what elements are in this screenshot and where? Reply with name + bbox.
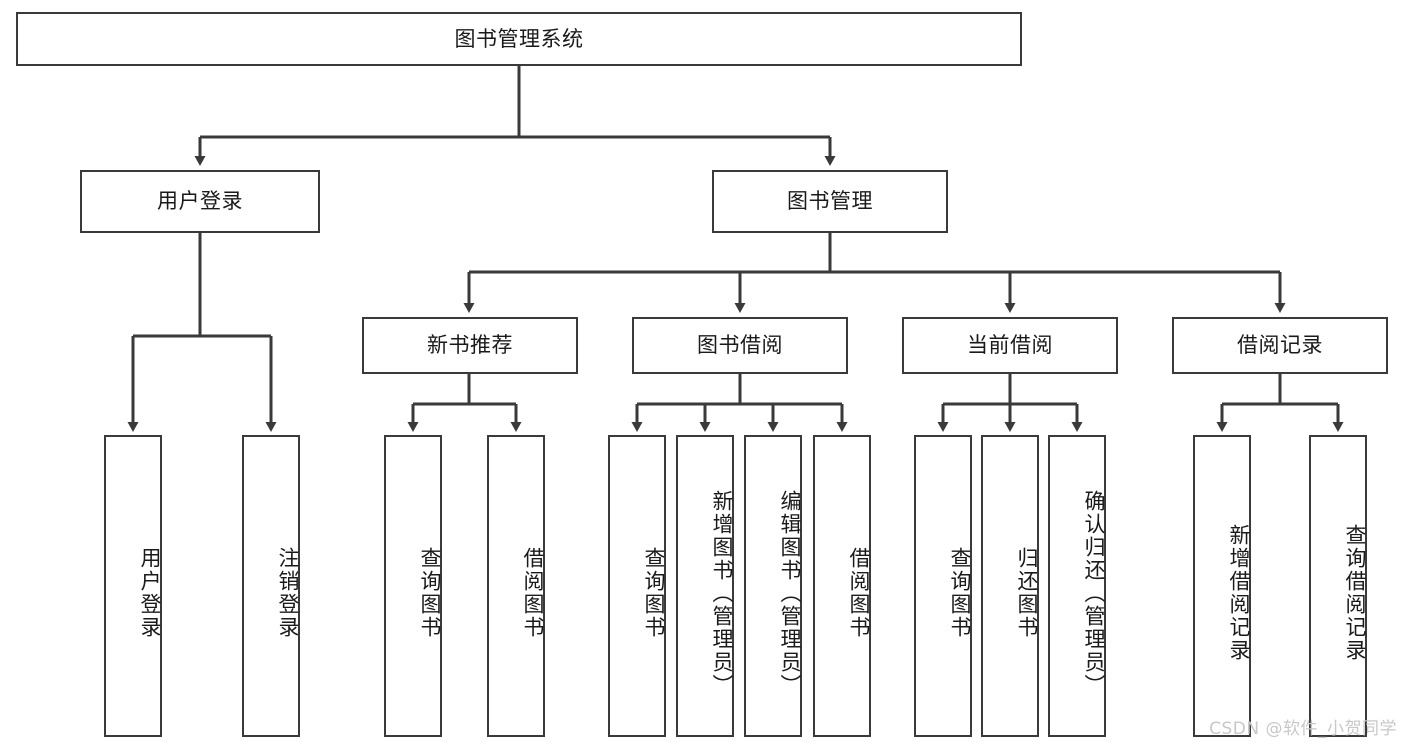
node-label: 图书管理 — [787, 189, 873, 214]
node-label: 当前借阅 — [967, 333, 1053, 358]
leaf-recommend-borrow-book[interactable]: 借阅图书 — [487, 435, 545, 737]
node-label: 借阅图书 — [847, 547, 871, 639]
node-label: 借阅图书 — [521, 547, 545, 639]
node-label: 借阅记录 — [1237, 333, 1323, 358]
node-user-login[interactable]: 用户登录 — [80, 170, 320, 233]
node-new-book-recommend[interactable]: 新书推荐 — [362, 317, 578, 374]
node-book-borrow[interactable]: 图书借阅 — [632, 317, 848, 374]
node-label: 查询图书 — [948, 547, 972, 639]
node-borrow-record[interactable]: 借阅记录 — [1172, 317, 1388, 374]
watermark-text: CSDN @软件_小贺同学 — [1209, 719, 1397, 739]
leaf-recommend-query-book[interactable]: 查询图书 — [384, 435, 442, 737]
node-label: 新增图书（管理员） — [710, 489, 734, 697]
leaf-current-confirm-return-admin[interactable]: 确认归还（管理员） — [1048, 435, 1106, 737]
node-label: 编辑图书（管理员） — [778, 489, 802, 697]
leaf-current-query-book[interactable]: 查询图书 — [914, 435, 972, 737]
leaf-current-return-book[interactable]: 归还图书 — [981, 435, 1039, 737]
leaf-user-login-signin[interactable]: 用户登录 — [104, 435, 162, 737]
node-label: 图书借阅 — [697, 333, 783, 358]
node-current-borrow[interactable]: 当前借阅 — [902, 317, 1118, 374]
node-root-system[interactable]: 图书管理系统 — [16, 12, 1022, 66]
leaf-borrow-edit-book-admin[interactable]: 编辑图书（管理员） — [744, 435, 802, 737]
leaf-record-add-record[interactable]: 新增借阅记录 — [1193, 435, 1251, 737]
node-label: 新书推荐 — [427, 333, 513, 358]
node-label: 查询借阅记录 — [1343, 524, 1367, 662]
leaf-borrow-borrow-book[interactable]: 借阅图书 — [813, 435, 871, 737]
node-label: 注销登录 — [276, 547, 300, 639]
leaf-record-query-record[interactable]: 查询借阅记录 — [1309, 435, 1367, 737]
node-label: 查询图书 — [642, 547, 666, 639]
node-label: 查询图书 — [418, 547, 442, 639]
node-label: 用户登录 — [138, 547, 162, 639]
node-label: 用户登录 — [157, 189, 243, 214]
node-label: 新增借阅记录 — [1227, 524, 1251, 662]
node-label: 图书管理系统 — [454, 26, 584, 51]
node-book-management[interactable]: 图书管理 — [712, 170, 948, 233]
leaf-borrow-query-book[interactable]: 查询图书 — [608, 435, 666, 737]
leaf-user-login-signout[interactable]: 注销登录 — [242, 435, 300, 737]
node-label: 确认归还（管理员） — [1082, 489, 1106, 697]
node-label: 归还图书 — [1015, 547, 1039, 639]
leaf-borrow-add-book-admin[interactable]: 新增图书（管理员） — [676, 435, 734, 737]
